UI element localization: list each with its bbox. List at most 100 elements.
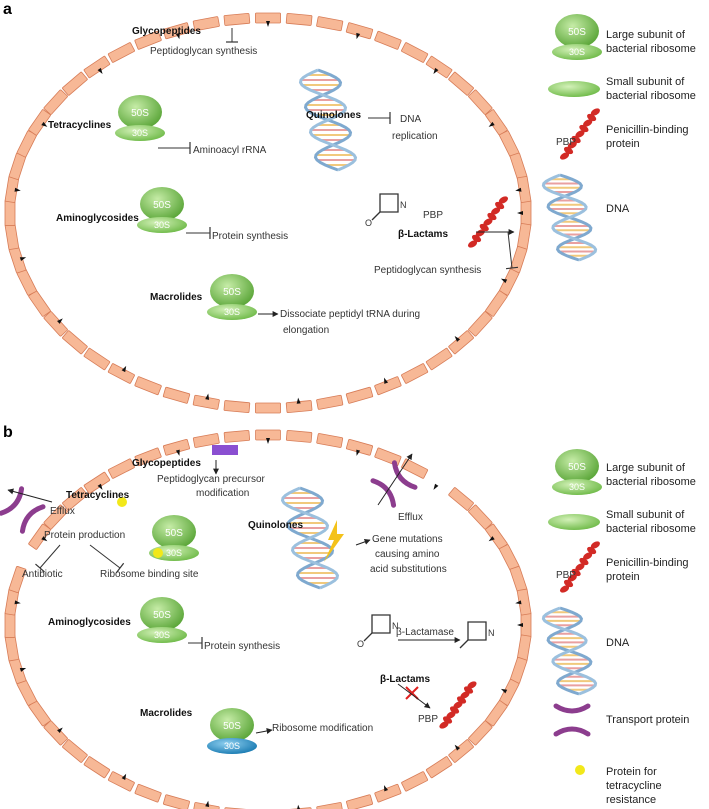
b-mutation-bolt-icon — [324, 520, 344, 562]
membrane-b-marker — [41, 536, 48, 542]
legend-b-small-1: Small subunit of — [606, 509, 685, 521]
a-tetracycline-ribosome-large-label: 50S — [131, 108, 149, 119]
membrane-b-segment — [316, 802, 344, 809]
membrane-b-segment — [43, 720, 68, 746]
a-betalactam-pbp-coil — [479, 223, 489, 232]
membrane-a-marker — [517, 211, 523, 215]
icon-layer: 50S30S50S30SNO50S30S50S30S50S30S50S30SNO… — [0, 14, 602, 775]
legend-b-pbp-icon-coil — [571, 568, 581, 577]
legend-b-resistance-icon — [575, 765, 585, 775]
membrane-b-segment — [346, 438, 373, 456]
a-betalactam-pbp — [468, 196, 508, 248]
membrane-b-marker — [57, 727, 63, 734]
legend-a-pbp-1: Penicillin-binding — [606, 124, 689, 136]
membrane-a-segment — [448, 71, 474, 96]
b-quinolone-efflux-arrow — [377, 453, 413, 506]
membrane-a-segment — [16, 130, 37, 158]
membrane-b-segment — [401, 771, 429, 792]
b-aminoglycoside-ribosome-small-label: 30S — [154, 630, 170, 640]
membrane-a-segment — [345, 386, 374, 404]
legend-b-transport-icon-arc — [553, 703, 591, 714]
membrane-a-marker — [515, 187, 522, 192]
membrane-a-marker — [296, 397, 301, 404]
a-betalactam-pbp-coil — [483, 218, 493, 226]
b-macrolide-ribosome-large-label: 50S — [223, 721, 241, 732]
b-antibiotic-label: Antibiotic — [22, 569, 63, 580]
legend-b-pbp-icon-coil — [579, 557, 589, 566]
membrane-a-segment — [425, 347, 453, 371]
a-quinolones-effect-2: replication — [392, 131, 438, 142]
membrane-b-segment — [107, 771, 135, 792]
a-tetracyclines-effect: Aminoacyl rRNA — [193, 145, 267, 156]
membrane-b-marker — [97, 483, 103, 490]
membrane-a-segment — [509, 246, 528, 274]
a-betalactam-inhibition-bar — [505, 266, 519, 270]
membrane-a-segment — [345, 22, 374, 40]
legend-b-transport-icon — [553, 703, 591, 737]
membrane-b-segment — [163, 794, 190, 809]
legend-a-small-2: bacterial ribosome — [606, 90, 696, 102]
a-tetracyclines-label: Tetracyclines — [48, 120, 112, 131]
a-macrolides-effect-1: Dissociate peptidyl tRNA during — [280, 309, 421, 320]
b-betalactam-ring-oxygen: O — [357, 639, 364, 649]
membrane-a-marker — [19, 257, 27, 262]
legend-a-dna-icon-strand — [541, 173, 598, 262]
membrane-b-marker — [356, 449, 361, 456]
a-betalactams-effect: Peptidoglycan synthesis — [374, 265, 482, 276]
membrane-b-marker — [517, 623, 523, 627]
b-quinolone-dna — [280, 486, 340, 590]
a-betalactam-ring: NO — [365, 193, 407, 228]
b-quinolones-effect-3: acid substitutions — [370, 564, 447, 575]
legend-a-dna-icon — [541, 173, 598, 262]
a-betalactam-inhibition — [507, 231, 513, 269]
b-tetracyclines-label: Tetracyclines — [66, 490, 130, 501]
b-betalactam-pbp — [439, 681, 477, 729]
membrane-a-segment — [8, 246, 27, 274]
inhibition-lines — [7, 28, 519, 734]
legend-a-pbp-icon-coil — [579, 124, 589, 133]
membrane-a-marker — [121, 365, 127, 373]
a-betalactam-ring-ring — [379, 193, 399, 213]
a-betalactam-pbp-coil — [468, 240, 478, 248]
cell-membrane-b — [4, 429, 532, 809]
b-betalactam-ring-nitrogen: N — [392, 621, 399, 631]
b-aminoglycosides-effect: Protein synthesis — [204, 641, 281, 652]
a-aminoglycosides-label: Aminoglycosides — [56, 213, 139, 224]
membrane-b-marker — [384, 785, 389, 792]
b-macrolides-effect: Ribosome modification — [272, 723, 374, 734]
b-glycopeptide-modified-segment — [212, 445, 238, 455]
legend-b-pbp-icon — [560, 541, 600, 593]
b-antibiotic-inhibition — [39, 544, 61, 569]
membrane-b-segment — [8, 565, 27, 594]
legend-b-small-subunit-icon — [548, 514, 600, 530]
a-betalactam-pbp-coil — [475, 229, 485, 237]
b-quinolones-label: Quinolones — [248, 520, 303, 531]
legend-a-pbp-label: PBP — [556, 137, 577, 148]
membrane-a-marker — [356, 32, 361, 40]
membrane-a-segment — [4, 223, 20, 250]
membrane-b-segment — [163, 438, 190, 456]
legend-b-pbp-1: Penicillin-binding — [606, 557, 689, 569]
legend-a-pbp-icon-coil — [567, 141, 577, 149]
membrane-b-segment — [223, 429, 251, 443]
b-tetracycline-transport-arc — [19, 504, 46, 534]
membrane-b-marker — [121, 773, 127, 780]
b-betalactam-pbp-coil — [446, 711, 456, 719]
membrane-b-segment — [516, 634, 532, 662]
membrane-b-segment — [448, 739, 474, 763]
membrane-a-marker — [266, 21, 270, 27]
a-macrolide-ribosome-small-label: 30S — [224, 307, 240, 317]
membrane-a-segment — [468, 311, 493, 337]
membrane-b-marker — [175, 449, 180, 456]
membrane-b-marker — [14, 600, 21, 605]
membrane-a-marker — [175, 32, 180, 40]
membrane-b-marker — [205, 800, 210, 808]
membrane-b-segment — [134, 447, 162, 467]
legend-a-dna: DNA — [606, 203, 630, 215]
a-macrolide-ribosome-small-subunit — [207, 304, 257, 320]
membrane-a-segment — [509, 152, 528, 180]
